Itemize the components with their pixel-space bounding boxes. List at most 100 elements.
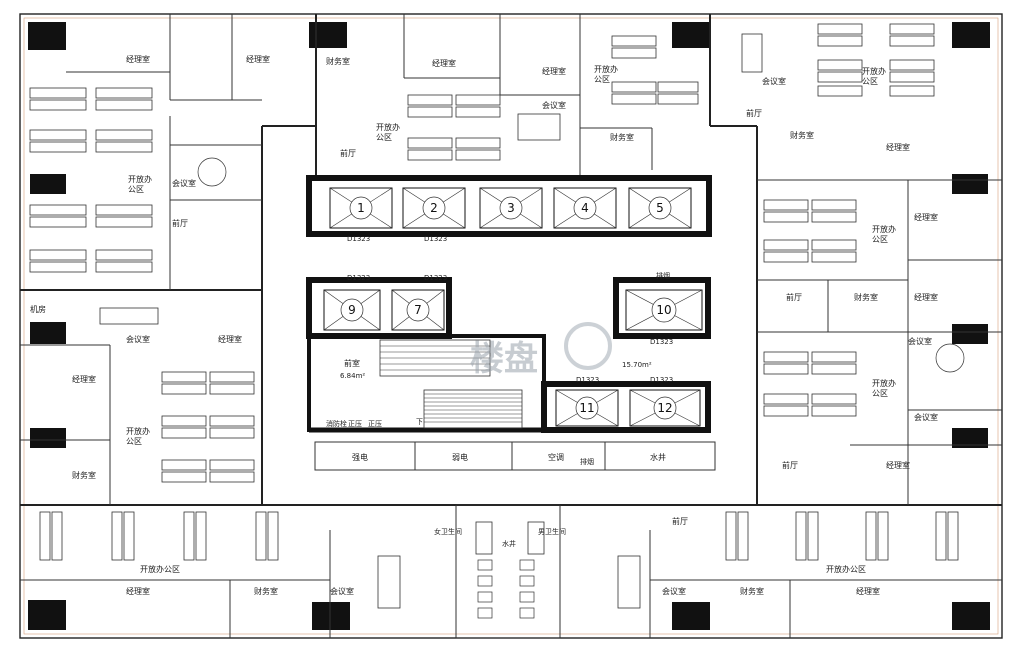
label-open-office-l-1: 开放办 xyxy=(128,174,152,184)
elevator-5: 5 xyxy=(628,187,692,229)
label-manager-11: 经理室 xyxy=(126,586,150,596)
label-water-well: 水井 xyxy=(650,452,666,462)
label-water-well-wc: 水井 xyxy=(502,539,516,548)
label-meeting-1: 会议室 xyxy=(542,100,566,110)
desks-left-lower xyxy=(161,371,255,483)
label-aircon: 空调 xyxy=(548,452,564,462)
desks-left-open-office xyxy=(29,87,153,273)
lift-code-4: D1323 xyxy=(424,274,447,282)
label-lobby-l: 前厅 xyxy=(172,218,188,228)
elevator-4: 4 xyxy=(553,187,617,229)
label-open-office-tr-1: 开放办 xyxy=(862,66,886,76)
elevator-2-number: 2 xyxy=(430,201,438,215)
label-finance-4: 财务室 xyxy=(854,292,878,302)
elevator-4-number: 4 xyxy=(581,201,589,215)
elevator-2: 2 xyxy=(402,187,466,229)
watermark-text: 楼盘 xyxy=(470,339,538,379)
label-finance-2: 财务室 xyxy=(610,132,634,142)
label-open-office-br: 开放办公区 xyxy=(826,564,866,574)
label-finance-6: 财务室 xyxy=(254,586,278,596)
label-open-office-tc-1: 开放办 xyxy=(376,122,400,132)
label-meeting-2: 会议室 xyxy=(762,76,786,86)
label-manager-7: 经理室 xyxy=(914,292,938,302)
label-front-room-area: 6.84m² xyxy=(340,372,365,380)
label-manager-8: 经理室 xyxy=(218,334,242,344)
desks-right-open-office xyxy=(763,199,857,417)
label-open-office-r-2: 公区 xyxy=(872,235,888,244)
elevator-11: 11 xyxy=(555,389,619,427)
label-open-office-rm-2: 公区 xyxy=(872,389,888,398)
label-manager-3: 经理室 xyxy=(432,58,456,68)
label-open-office-r-1: 开放办 xyxy=(872,224,896,234)
elevator-7-number: 7 xyxy=(414,303,422,317)
label-open-office-lm-2: 公区 xyxy=(126,437,142,446)
desks-bottom-right xyxy=(725,511,959,561)
elevator-3: 3 xyxy=(479,187,543,229)
lift-code-3: D1323 xyxy=(347,274,370,282)
label-open-office-top-1: 开放办 xyxy=(594,64,618,74)
label-weak-electric: 弱电 xyxy=(452,452,468,462)
label-finance-7: 财务室 xyxy=(740,586,764,596)
elevator-6: 9 xyxy=(323,289,381,331)
desks-bottom-left xyxy=(39,511,279,561)
elevator-6-number: 9 xyxy=(348,303,356,317)
label-front-room: 前室 xyxy=(344,358,360,368)
label-finance-1: 财务室 xyxy=(326,56,350,66)
elevator-10-number: 10 xyxy=(656,303,671,317)
label-male-wc: 男卫生间 xyxy=(538,527,566,536)
label-finance-5: 财务室 xyxy=(72,470,96,480)
label-meeting-6: 会议室 xyxy=(914,412,938,422)
label-open-office-bl: 开放办公区 xyxy=(140,564,180,574)
label-meeting-5: 会议室 xyxy=(908,336,932,346)
lift-code-2: D1323 xyxy=(424,235,447,243)
label-air-shaft: 排烟 xyxy=(580,457,594,466)
label-fire-hydrant: 消防栓 xyxy=(326,419,347,428)
label-manager-5: 经理室 xyxy=(886,142,910,152)
label-meeting-8: 会议室 xyxy=(662,586,686,596)
elevator-1-number: 1 xyxy=(357,201,365,215)
core xyxy=(306,175,716,471)
label-open-office-tr-2: 公区 xyxy=(862,77,878,86)
elevator-1: 1 xyxy=(329,187,393,229)
elevator-12-number: 12 xyxy=(657,401,672,415)
label-manager-10: 经理室 xyxy=(886,460,910,470)
elevator-7: 7 xyxy=(391,289,445,331)
label-manager-12: 经理室 xyxy=(856,586,880,596)
label-manager-6: 经理室 xyxy=(914,212,938,222)
label-meeting-7: 会议室 xyxy=(330,586,354,596)
label-lobby-tr: 前厅 xyxy=(746,108,762,118)
desks-top-center xyxy=(407,35,699,161)
label-pressure-2: 正压 xyxy=(368,420,382,428)
label-exhaust: 排烟 xyxy=(656,271,670,280)
stairs xyxy=(380,345,522,423)
label-manager-1: 经理室 xyxy=(126,54,150,64)
label-lobby-tc: 前厅 xyxy=(340,148,356,158)
meeting-tables xyxy=(99,33,965,609)
desks-top-right xyxy=(817,23,935,97)
label-down: 下 xyxy=(416,418,423,426)
label-pressure-1: 正压 xyxy=(348,420,362,428)
label-machine-room: 机房 xyxy=(30,304,46,314)
pillars xyxy=(28,22,990,630)
label-manager-9: 经理室 xyxy=(72,374,96,384)
label-female-wc: 女卫生间 xyxy=(434,527,462,536)
label-meeting-4: 会议室 xyxy=(126,334,150,344)
lift-code-6: D1323 xyxy=(576,376,599,384)
label-open-office-top-2: 公区 xyxy=(594,75,610,84)
elevator-12: 12 xyxy=(629,389,701,427)
elevator-11-number: 11 xyxy=(579,401,594,415)
label-open-office-tc-2: 公区 xyxy=(376,133,392,142)
label-open-office-rm-1: 开放办 xyxy=(872,378,896,388)
elevator-5-number: 5 xyxy=(656,201,664,215)
lift-code-5: D1323 xyxy=(650,338,673,346)
restrooms xyxy=(455,504,561,639)
label-finance-3: 财务室 xyxy=(790,130,814,140)
label-meeting-3: 会议室 xyxy=(172,178,196,188)
label-lobby-r: 前厅 xyxy=(786,292,802,302)
label-open-office-lm-1: 开放办 xyxy=(126,426,150,436)
label-manager-2: 经理室 xyxy=(246,54,270,64)
elevator-3-number: 3 xyxy=(507,201,515,215)
elevator-10: 10 xyxy=(625,289,703,331)
lift-code-1: D1323 xyxy=(347,235,370,243)
